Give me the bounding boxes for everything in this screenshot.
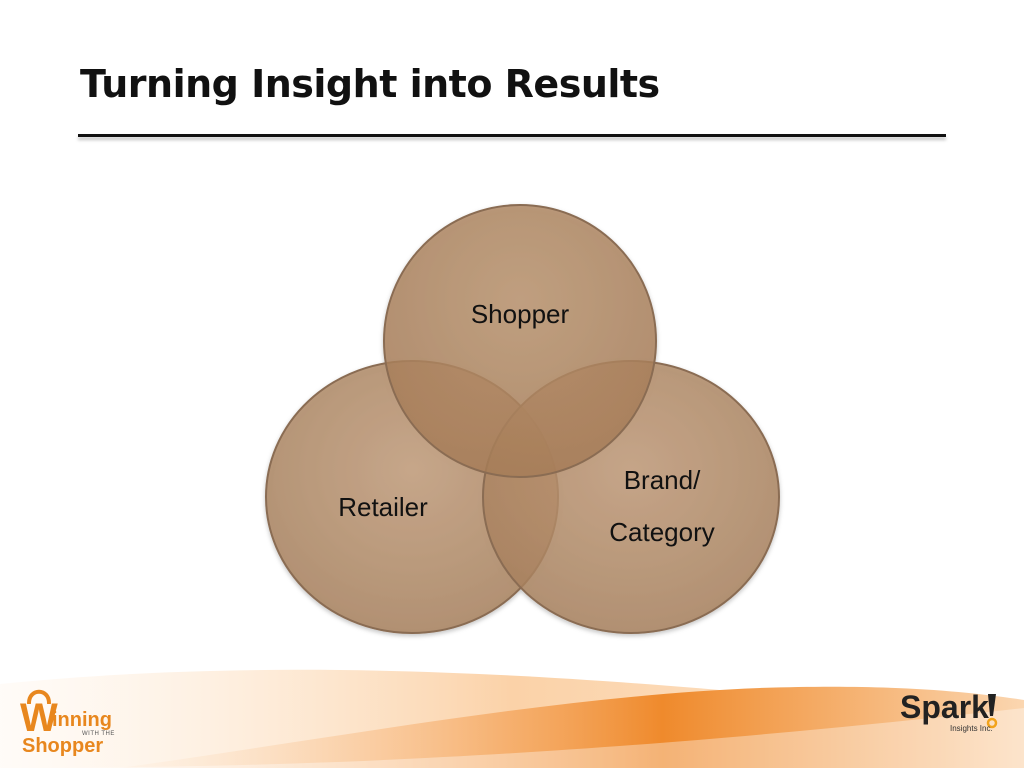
- spark-insights-logo: Spark Insights Inc.: [896, 690, 1016, 740]
- label-category: Category: [609, 517, 715, 547]
- label-brand: Brand/: [623, 465, 701, 495]
- title-underline: [78, 134, 946, 137]
- spark-wordmark: Spark: [900, 689, 989, 725]
- logo-word-shopper: Shopper: [22, 735, 104, 757]
- logo-with-the: WITH THE: [82, 731, 115, 737]
- exclamation-icon: [986, 694, 998, 729]
- slide-title: Turning Insight into Results: [80, 62, 660, 106]
- label-shopper: Shopper: [470, 299, 570, 329]
- logo-word-winning: inning: [52, 709, 112, 731]
- shopping-bag-icon: [27, 689, 51, 704]
- winning-with-the-shopper-logo: W inning WITH THE Shopper: [16, 684, 136, 758]
- spark-subtitle: Insights Inc.: [950, 724, 993, 733]
- circle-shopper: [383, 204, 657, 478]
- label-retailer: Retailer: [338, 492, 428, 522]
- logo-initial: W: [20, 696, 58, 740]
- footer-swoosh: [0, 669, 1024, 768]
